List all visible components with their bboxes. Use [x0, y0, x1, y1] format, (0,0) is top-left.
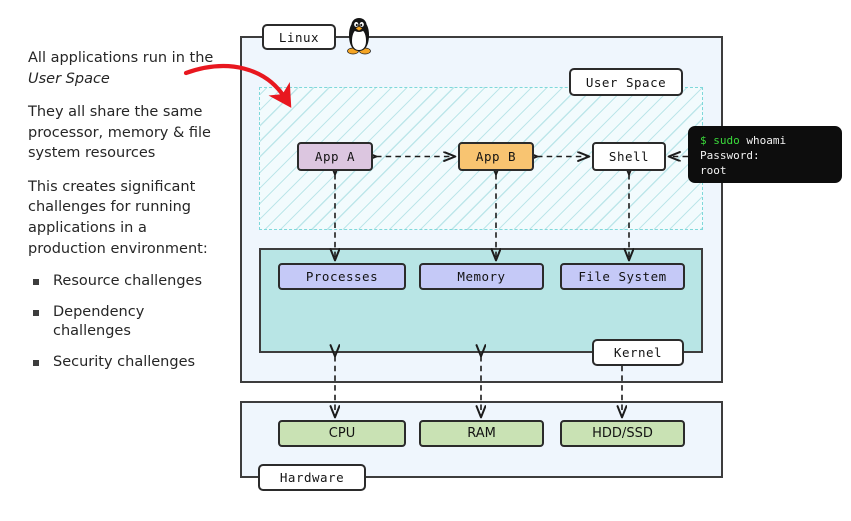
- paragraph-user-space: All applications run in the User Space: [28, 48, 224, 89]
- paragraph-1-text: All applications run in the: [28, 50, 214, 66]
- terminal-command: whoami: [739, 134, 787, 147]
- bullet-label: Resource challenges: [53, 273, 203, 290]
- terminal-line-output: root: [700, 163, 727, 177]
- terminal-sudo: sudo: [713, 134, 740, 147]
- list-item: Dependency challenges: [28, 303, 224, 342]
- tux-penguin-icon: [347, 18, 371, 55]
- node-ram[interactable]: RAM: [419, 420, 544, 447]
- node-processes[interactable]: Processes: [278, 263, 406, 290]
- paragraph-challenges-intro: This creates significant challenges for …: [28, 178, 208, 257]
- user-space-emphasis: User Space: [28, 70, 110, 87]
- list-item: Security challenges: [28, 353, 224, 373]
- bullet-square-icon: [33, 309, 39, 316]
- node-hdd-ssd[interactable]: HDD/SSD: [560, 420, 685, 447]
- bullet-label: Security challenges: [53, 353, 196, 370]
- explanation-panel: All applications run in the User Space T…: [28, 48, 224, 383]
- node-memory[interactable]: Memory: [419, 263, 544, 290]
- terminal-window[interactable]: $ sudo whoami Password: root: [688, 126, 842, 183]
- node-file-system[interactable]: File System: [560, 263, 685, 290]
- terminal-prompt: $: [700, 134, 707, 147]
- label-kernel: Kernel: [592, 339, 684, 366]
- node-cpu[interactable]: CPU: [278, 420, 406, 447]
- bullet-square-icon: [33, 279, 39, 286]
- bullet-label: Dependency challenges: [53, 303, 145, 340]
- node-app-a[interactable]: App A: [297, 142, 373, 171]
- terminal-line-password: Password:: [700, 148, 760, 162]
- label-hardware: Hardware: [258, 464, 366, 491]
- node-shell[interactable]: Shell: [592, 142, 666, 171]
- label-user-space: User Space: [569, 68, 683, 96]
- paragraph-shared-resources: They all share the same processor, memor…: [28, 104, 211, 162]
- terminal-line-command: $ sudo whoami: [700, 134, 842, 149]
- challenges-list: Resource challenges Dependency challenge…: [28, 272, 224, 372]
- bullet-square-icon: [33, 359, 39, 366]
- list-item: Resource challenges: [28, 272, 224, 292]
- node-app-b[interactable]: App B: [458, 142, 534, 171]
- label-linux: Linux: [262, 24, 336, 50]
